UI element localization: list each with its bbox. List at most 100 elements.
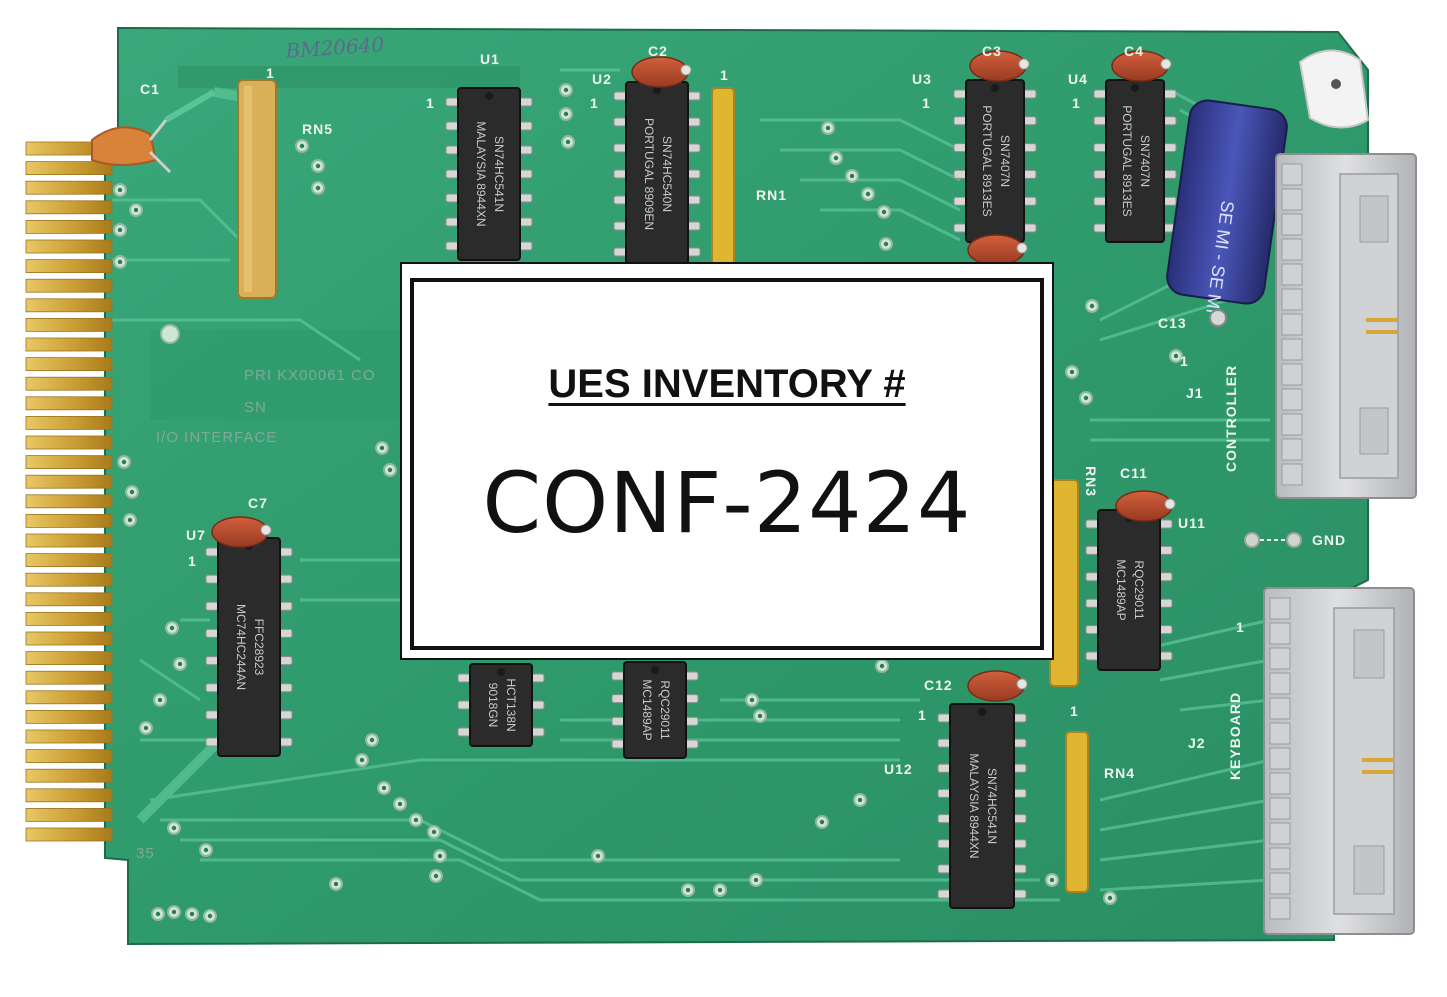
trace: [1099, 758, 1271, 802]
gold-finger: [25, 592, 113, 607]
gold-finger: [25, 572, 113, 587]
resistor-network-rn3: [1049, 479, 1079, 687]
label-c3: C3: [982, 43, 1002, 59]
trace: [112, 198, 242, 242]
connector-rib: [1269, 847, 1291, 870]
gold-finger: [25, 827, 113, 842]
gold-finger: [25, 749, 113, 763]
ic-chip-lower-mid-right: MC1489AP RQC29011: [611, 661, 699, 759]
label-pin1-u7: 1: [188, 553, 197, 569]
copper-pour-top: [178, 66, 520, 88]
connector-rib: [1269, 872, 1291, 895]
gold-finger: [25, 298, 113, 313]
trace: [820, 208, 961, 242]
gold-edge-connector: [25, 141, 113, 842]
ceramic-capacitor: [967, 670, 1025, 702]
connector-rib: [1269, 747, 1291, 770]
trace: [139, 658, 201, 702]
gold-finger: [25, 259, 113, 274]
gold-finger: [25, 278, 113, 293]
trace: [1179, 698, 1271, 712]
label-pin1-j2: 1: [1236, 619, 1245, 635]
connector-rib: [1269, 797, 1291, 820]
gold-finger: [25, 690, 113, 705]
gold-finger: [25, 670, 113, 685]
connector-rib: [1269, 897, 1291, 920]
trace: [1099, 838, 1271, 862]
chip-marking: MC1489AP: [1114, 559, 1128, 620]
trace: [112, 318, 361, 362]
label-c12: C12: [924, 677, 953, 693]
trace: [1159, 658, 1271, 682]
gnd-test-pads: [1244, 532, 1302, 548]
label-pin1-u12: 1: [918, 707, 927, 723]
chip-marking: MC1489AP: [640, 679, 654, 740]
connector-rib: [1269, 672, 1291, 695]
trace: [1099, 878, 1271, 892]
label-u3: U3: [912, 71, 932, 87]
board-part-number: PRI KX00061 CO: [244, 367, 376, 384]
chip-marking: PORTUGAL 8913ES: [980, 105, 994, 216]
gold-finger: [25, 768, 113, 783]
gold-finger: [25, 455, 113, 470]
resistor-network-rn1: [711, 87, 735, 267]
label-pin1-u3: 1: [922, 95, 931, 111]
chip-marking: 9018GN: [486, 683, 500, 728]
gold-finger: [25, 161, 113, 176]
ic-chip-u3: PORTUGAL 8913ES SN7407N: [953, 79, 1037, 243]
connector-rib: [1281, 338, 1303, 361]
chip-marking: RQC29011: [658, 680, 672, 739]
label-u7: U7: [186, 527, 206, 543]
connector-rib: [1281, 213, 1303, 236]
resistor-network-rn5: [237, 79, 277, 299]
trace: [200, 858, 1060, 902]
label-rn3: RN3: [1083, 466, 1099, 497]
gold-finger: [25, 200, 113, 215]
gold-finger: [25, 710, 113, 724]
label-pin1-rn5: 1: [266, 65, 275, 81]
gold-finger: [25, 533, 113, 548]
connector-rib: [1269, 722, 1291, 745]
gold-finger: [25, 337, 113, 352]
label-u12: U12: [884, 761, 913, 777]
ic-chip-u1: MALAYSIA 8944XN SN74HC541N: [445, 87, 533, 261]
gold-finger: [25, 651, 113, 665]
gold-finger: [25, 180, 113, 195]
connector-rib: [1281, 388, 1303, 411]
gold-finger: [25, 239, 113, 254]
connector-rib: [1281, 438, 1303, 461]
label-rn4: RN4: [1104, 765, 1135, 781]
connector-rib: [1269, 697, 1291, 720]
board-function-label: I/O INTERFACE: [156, 429, 277, 446]
inventory-tag-border: UES INVENTORY # CONF-2424: [410, 278, 1044, 650]
chip-marking: FFC28923: [252, 619, 266, 676]
ceramic-capacitor: [1115, 490, 1173, 522]
chip-marking: SN74HC540N: [660, 136, 674, 212]
label-j2: J2: [1188, 735, 1206, 751]
chip-marking: SN74HC541N: [492, 136, 506, 212]
ic-chip-u11: MC1489AP RQC29011: [1085, 509, 1173, 671]
label-pin1-u4: 1: [1072, 95, 1081, 111]
mounting-hole: [160, 324, 180, 344]
label-pin1-rn4: 1: [1070, 703, 1079, 719]
gold-finger: [25, 396, 113, 411]
chip-marking: RQC29011: [1132, 560, 1146, 619]
chip-marking: SN7407N: [1138, 135, 1152, 187]
label-edge-35: 35: [136, 845, 155, 862]
connector-rib: [1281, 463, 1303, 486]
trace: [149, 758, 900, 802]
trace: [760, 118, 961, 152]
gold-finger: [25, 514, 113, 528]
gold-finger: [25, 219, 113, 234]
trace: [780, 148, 961, 182]
connector-rib: [1269, 772, 1291, 795]
pcb-vias: [113, 83, 1183, 923]
chip-marking: SN7407N: [998, 135, 1012, 187]
label-pin1-u1: 1: [426, 95, 435, 111]
trace: [1099, 798, 1271, 832]
label-u1: U1: [480, 51, 500, 67]
label-j1: J1: [1186, 385, 1204, 401]
chip-marking: MALAYSIA 8944XN: [474, 121, 488, 226]
electrolytic-capacitor-c13: SE MI - SE MI: [1166, 99, 1288, 327]
